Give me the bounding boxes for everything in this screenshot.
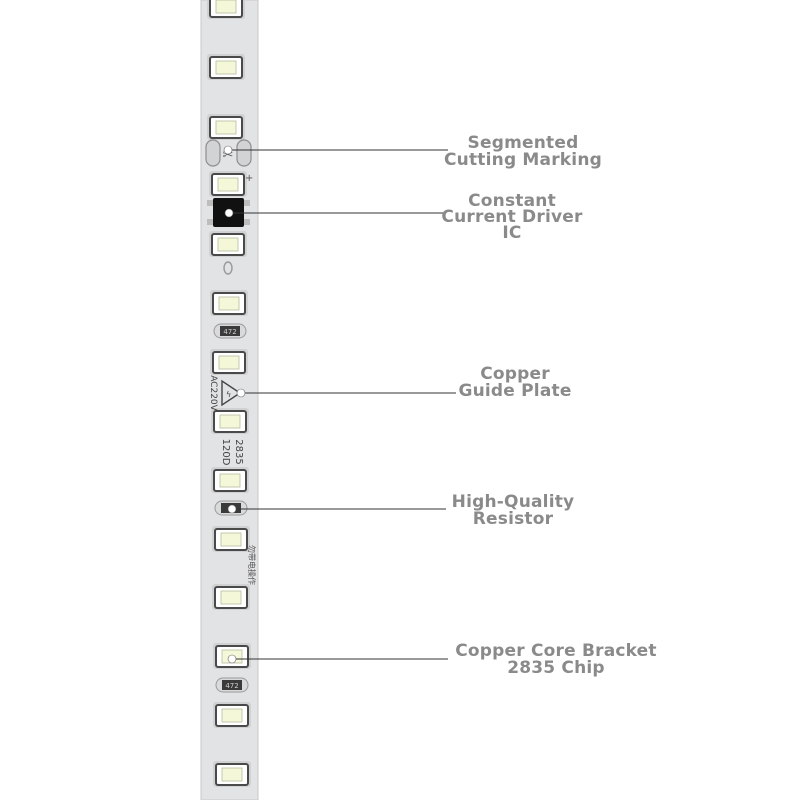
led-face [221,767,243,782]
cut-pad-right [236,139,252,167]
led-face [215,120,237,135]
callout-label-copper-plate: Copper Guide Plate [440,366,590,400]
label-line: High-Quality [451,492,575,512]
led-chip [207,54,245,80]
callout-dot [224,208,234,218]
cutting-marking: ✂ [205,139,252,167]
led-chip [211,408,249,434]
led-face [215,60,237,75]
resistor-code: 472 [223,328,236,336]
led-face [219,473,241,488]
led-chip [210,290,248,316]
warning-marking: 勿带电操作 [247,545,257,585]
led-chips [207,0,251,787]
label-line: Copper Core Bracket [455,641,657,661]
led-face [217,177,239,192]
led-face [220,590,242,605]
led-chip [212,526,250,552]
callout-label-cutting-marking: Segmented Cutting Marking [438,135,608,169]
lightning-icon: ϟ [226,390,231,399]
label-line: Resistor [472,509,554,529]
cut-pad-left [205,139,221,167]
label-line: Segmented [467,133,579,153]
voltage-marking: AC220V [208,375,218,411]
ic-lead [241,200,250,206]
led-chip [209,231,247,257]
resistor-body [222,680,242,690]
led-chip [211,467,249,493]
label-line: 2835 Chip [507,658,605,678]
label-line: Copper [480,364,550,384]
component-mark [223,261,233,275]
callout-lines [223,145,456,664]
callout-dot [223,145,233,155]
led-chip [209,171,247,197]
led-face [220,532,242,547]
led-face [219,414,241,429]
plus-sign: + [245,173,253,184]
led-chip [213,702,251,728]
led-chip [207,0,245,19]
scissors-icon: ✂ [223,148,234,163]
chip-marking: 2835 [233,439,244,464]
resistor-code: 472 [225,682,238,690]
callout-label-resistor: High-Quality Resistor [440,494,586,528]
callout-label-led-chip: Copper Core Bracket 2835 Chip [448,643,664,677]
callout-dot [236,388,246,398]
led-chip [210,349,248,375]
label-line: IC [502,223,522,243]
density-marking: 120D [220,439,231,466]
resistor-top: 472 [213,323,247,339]
led-face [218,296,240,311]
label-line: Guide Plate [458,381,572,401]
led-chip [212,584,250,610]
resistor-bottom: 472 [215,677,249,693]
label-line: Cutting Marking [443,150,603,170]
hazard-icon [221,379,242,407]
led-chip [213,761,251,787]
led-chip [207,114,245,140]
resistor-body [220,326,240,336]
callout-dot [227,654,237,664]
led-face [221,708,243,723]
ic-lead [207,219,216,225]
ic-lead [241,219,250,225]
led-face [217,237,239,252]
label-line: Constant [468,191,556,211]
led-face [218,355,240,370]
callout-dot [227,504,237,514]
ic-lead [207,200,216,206]
led-face [215,0,237,14]
label-line: Current Driver [441,207,583,227]
warning-triangle: ϟ [221,379,242,407]
callout-label-driver-ic: Constant Current Driver IC [432,191,592,243]
